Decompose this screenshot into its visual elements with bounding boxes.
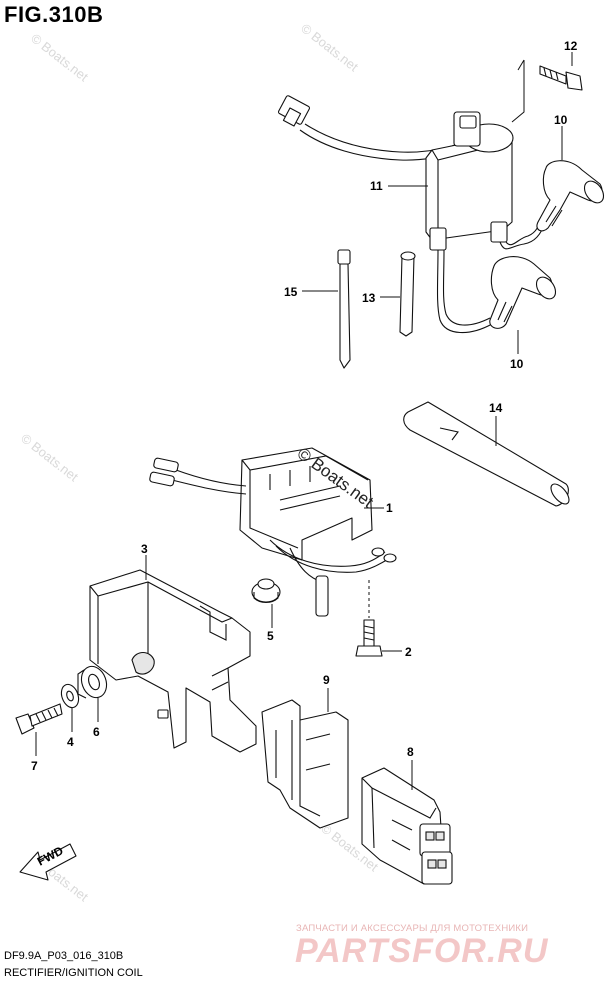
bolt-leader (511, 60, 525, 123)
callout-9: 9 (323, 673, 330, 687)
callout-3: 3 (141, 542, 148, 556)
coil-lead-wire (304, 123, 456, 153)
coil-tower (429, 227, 447, 251)
bolt-leader (517, 59, 525, 71)
callout-1: 1 (386, 501, 393, 515)
callouts: 1 2 3 4 5 6 7 8 9 10 10 11 12 13 14 15 (31, 39, 578, 790)
holder-9 (261, 699, 349, 829)
brand-logo-text: PARTSFOR.RU (295, 932, 549, 970)
coil-terminal-cap (459, 115, 477, 129)
watermark-text: © Boats.net (18, 431, 81, 485)
figure-code: DF9.9A_P03_016_310B (4, 950, 124, 962)
wire-sleeve (315, 575, 329, 617)
protective-tube-13 (399, 251, 416, 337)
plug-cap-upper (536, 160, 605, 232)
ht-lead (442, 249, 491, 326)
coil-coupler-tab (282, 107, 302, 127)
callout-10-upper: 10 (554, 113, 568, 127)
connector-socket (421, 851, 453, 885)
bolt-7 (15, 703, 63, 735)
bracket (89, 569, 257, 753)
ht-lead (436, 249, 493, 334)
callout-4: 4 (67, 735, 74, 749)
grommet-6 (77, 665, 108, 699)
promo-text: ЗАПЧАСТИ И АКСЕССУАРЫ ДЛЯ МОТОТЕХНИКИ (296, 923, 529, 934)
callout-14: 14 (489, 401, 503, 415)
callout-2: 2 (405, 645, 412, 659)
plug-cap-lower (489, 256, 557, 329)
callout-8: 8 (407, 745, 414, 759)
callout-10-lower: 10 (510, 357, 524, 371)
washer-4 (60, 683, 80, 709)
connector-8 (361, 767, 453, 885)
bolt-2 (355, 580, 383, 657)
callout-13: 13 (362, 291, 376, 305)
figure-name: RECTIFIER/IGNITION COIL (4, 967, 143, 979)
connector-socket (419, 823, 451, 857)
watermark-text: © Boats.net (298, 21, 361, 75)
protective-tube-14 (403, 401, 570, 507)
figure-title: FIG.310B (4, 2, 104, 27)
tie-strap (337, 249, 351, 369)
coil-tower (490, 221, 508, 243)
callout-11: 11 (370, 179, 383, 193)
bolt-12 (539, 65, 583, 91)
callout-7: 7 (31, 759, 38, 773)
watermark-text: © Boats.net (28, 31, 91, 85)
callout-5: 5 (267, 629, 274, 643)
grommet-5 (251, 578, 281, 604)
callout-12: 12 (564, 39, 578, 53)
callout-6: 6 (93, 725, 100, 739)
callout-15: 15 (284, 285, 298, 299)
rectifier-regulator (149, 447, 397, 617)
ignition-coil-assembly (277, 59, 546, 334)
